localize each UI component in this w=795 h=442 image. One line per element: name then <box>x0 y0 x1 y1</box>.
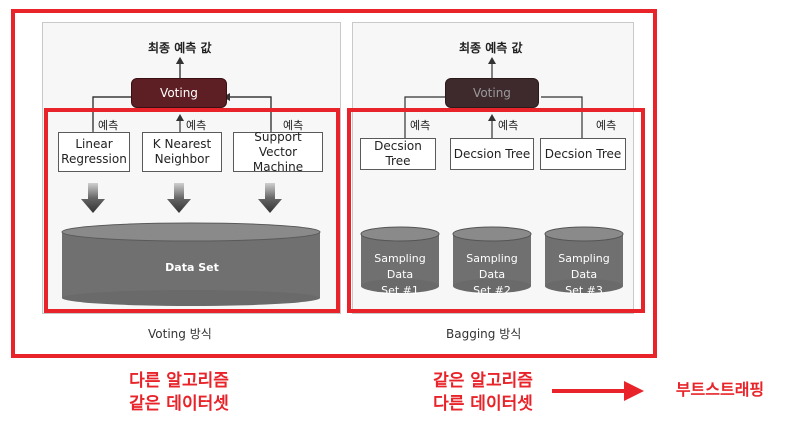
voting-dataset-label: Data Set <box>165 261 219 274</box>
bagging-model-tree-1: Decsion Tree <box>360 138 436 170</box>
model-knn: K Nearest Neighbor <box>142 132 222 172</box>
voting-annotation: 다른 알고리즘 같은 데이터셋 <box>129 371 229 414</box>
bagging-model-tree-2: Decsion Tree <box>450 138 534 170</box>
sampling-set-3: Sampling Data Set #3 <box>558 252 610 297</box>
down-arrow-icon <box>258 183 282 213</box>
sampling-set-2: Sampling Data Set #2 <box>466 252 518 297</box>
bootstrap-arrow-icon <box>552 381 644 401</box>
bagging-predict-label-3: 예측 <box>596 119 617 132</box>
bagging-predict-label-1: 예측 <box>410 119 431 132</box>
bagging-model-tree-3: Decsion Tree <box>540 138 626 170</box>
bagging-final-label: 최종 예측 값 <box>459 41 523 55</box>
voting-predict-label-3: 예측 <box>283 119 304 132</box>
bagging-annotation: 같은 알고리즘 다른 데이터셋 <box>433 371 533 414</box>
bagging-inner-highlight <box>347 108 645 313</box>
bagging-combiner-label: Voting <box>473 86 511 100</box>
bagging-caption: Bagging 방식 <box>446 327 522 341</box>
bagging-combiner-box: Voting <box>445 78 539 108</box>
voting-predict-label-2: 예측 <box>186 119 207 132</box>
voting-final-label: 최종 예측 값 <box>148 41 212 55</box>
bagging-predict-label-2: 예측 <box>498 119 519 132</box>
model-svm: Support Vector Machine <box>233 130 323 174</box>
voting-dataset-cylinder <box>61 222 321 306</box>
voting-predict-label-1: 예측 <box>98 119 119 132</box>
voting-caption: Voting 방식 <box>148 327 212 341</box>
outer-highlight-frame <box>11 9 657 358</box>
bootstrap-annotation: 부트스트래핑 <box>675 380 765 399</box>
down-arrow-icon <box>167 183 191 213</box>
voting-combiner-box: Voting <box>131 78 227 108</box>
model-linear-regression: Linear Regression <box>58 132 130 172</box>
down-arrow-icon <box>81 183 105 213</box>
sampling-set-1: Sampling Data Set #1 <box>374 252 426 297</box>
voting-combiner-label: Voting <box>160 86 198 100</box>
voting-inner-highlight <box>44 108 340 313</box>
